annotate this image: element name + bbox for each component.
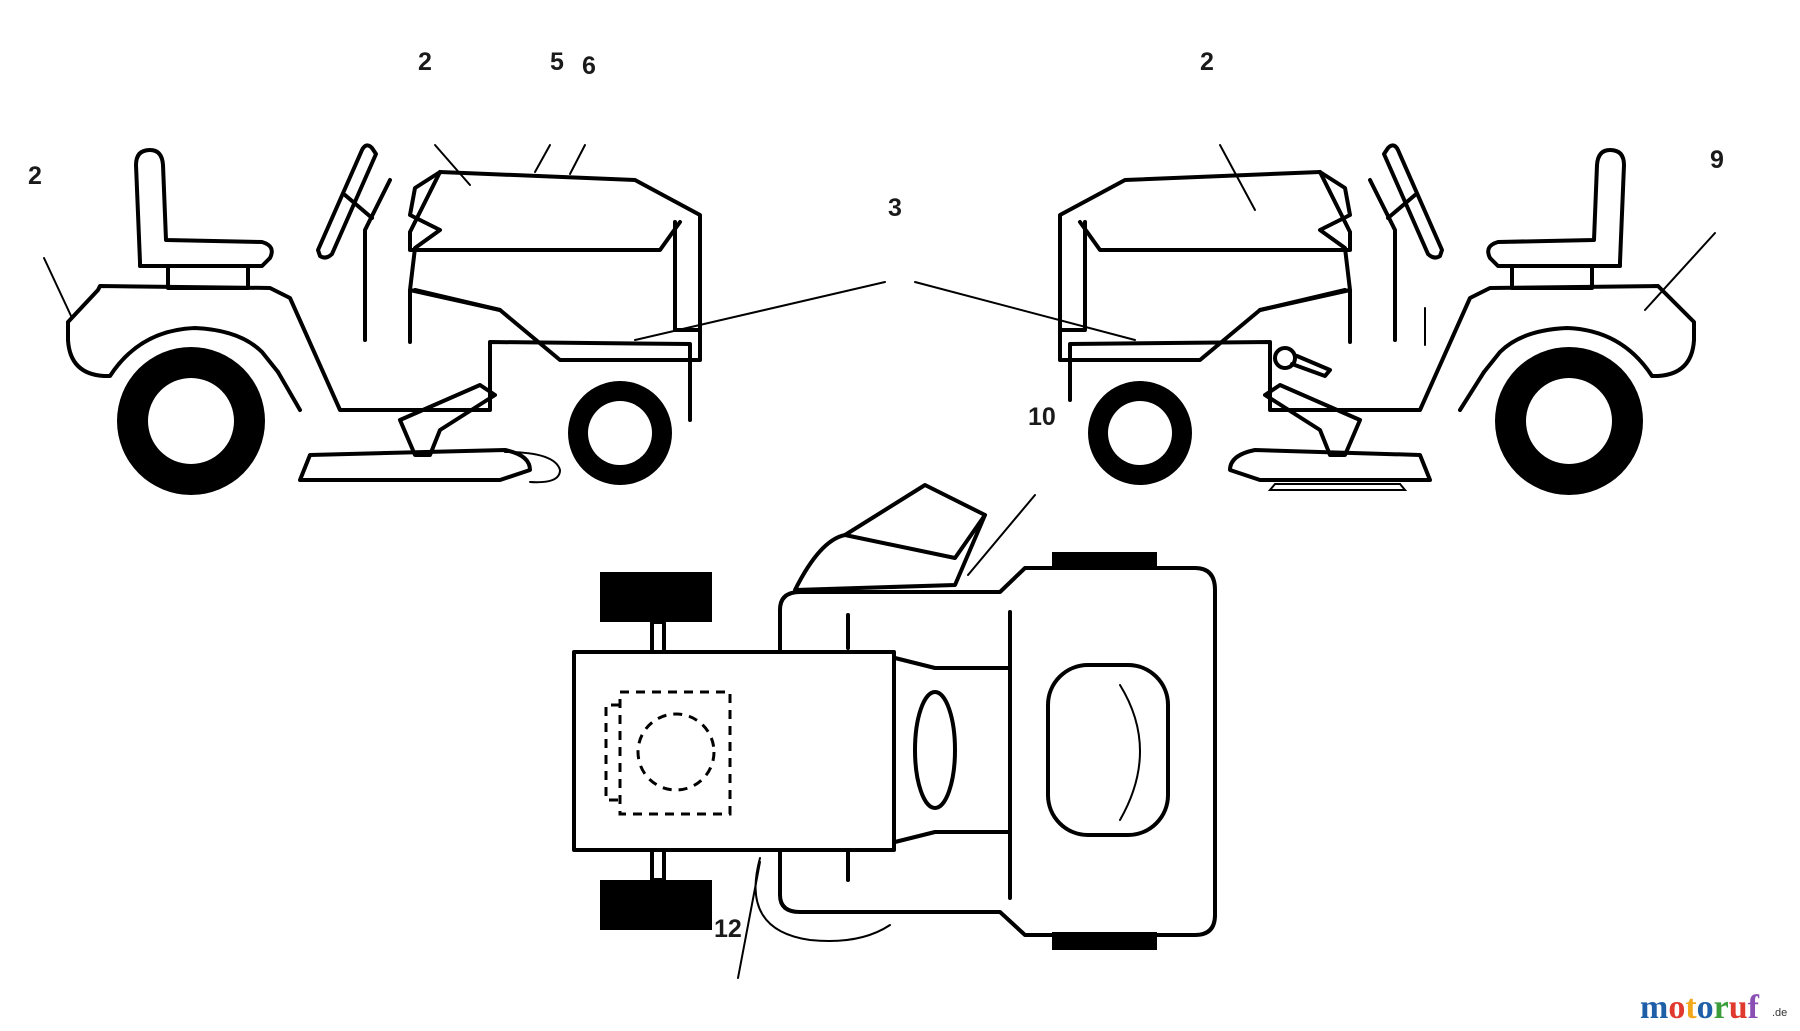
- tractor-right-side-view: [914, 143, 1716, 495]
- callout-2-left-hood: 2: [418, 48, 432, 76]
- callout-labels: 2 5 6 2 2 3 9 10 12: [28, 48, 1724, 943]
- callout-3: 3: [888, 194, 902, 222]
- callout-9: 9: [1710, 146, 1724, 174]
- callout-2-left-rear: 2: [28, 162, 42, 190]
- callout-10: 10: [1028, 403, 1056, 431]
- watermark-logo: motoruf .de: [1640, 989, 1787, 1026]
- callout-2-right-hood: 2: [1200, 48, 1214, 76]
- watermark-letter: o: [1668, 989, 1685, 1026]
- callout-6: 6: [582, 52, 596, 80]
- watermark-letter: o: [1697, 989, 1714, 1026]
- callout-5: 5: [550, 48, 564, 76]
- watermark-letter: u: [1729, 989, 1748, 1026]
- watermark-domain-suffix: .de: [1772, 1007, 1787, 1019]
- tractor-left-side-view: [43, 143, 886, 495]
- callout-12: 12: [714, 915, 742, 943]
- watermark-letter: f: [1748, 989, 1760, 1026]
- watermark-letter: r: [1714, 989, 1729, 1026]
- tractor-top-view: [572, 483, 1217, 979]
- watermark-letter: m: [1640, 989, 1668, 1026]
- svg-text:motoruf: motoruf: [1640, 989, 1760, 1026]
- watermark-letter: t: [1685, 989, 1697, 1026]
